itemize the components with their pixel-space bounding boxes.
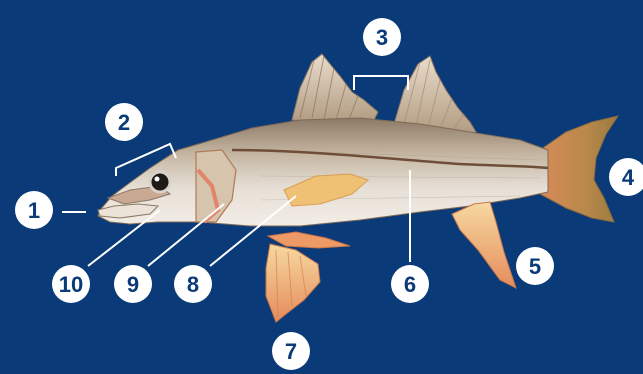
svg-text:9: 9 xyxy=(127,272,139,297)
callout-7: 7 xyxy=(272,332,310,370)
callout-8: 8 xyxy=(174,265,212,303)
callout-3: 3 xyxy=(363,18,401,56)
callout-6: 6 xyxy=(391,265,429,303)
eye xyxy=(150,172,170,192)
svg-text:4: 4 xyxy=(622,165,635,190)
svg-text:8: 8 xyxy=(187,272,199,297)
anal-fin xyxy=(452,202,516,288)
caudal-fin xyxy=(540,116,618,222)
bracket-3 xyxy=(354,76,408,90)
callout-10: 10 xyxy=(52,265,90,303)
svg-text:3: 3 xyxy=(376,25,388,50)
svg-text:7: 7 xyxy=(285,339,297,364)
svg-text:2: 2 xyxy=(118,110,130,135)
spiny-dorsal-fin xyxy=(292,54,378,124)
callout-4: 4 xyxy=(609,158,643,196)
svg-text:5: 5 xyxy=(529,254,541,279)
svg-text:6: 6 xyxy=(404,272,416,297)
svg-text:10: 10 xyxy=(59,272,83,297)
callout-9: 9 xyxy=(114,265,152,303)
callout-5: 5 xyxy=(516,247,554,285)
callout-2: 2 xyxy=(105,103,143,141)
callout-1: 1 xyxy=(15,191,53,229)
svg-text:1: 1 xyxy=(28,198,40,223)
pelvic-fin xyxy=(268,232,350,248)
ventral-fin xyxy=(266,244,320,322)
